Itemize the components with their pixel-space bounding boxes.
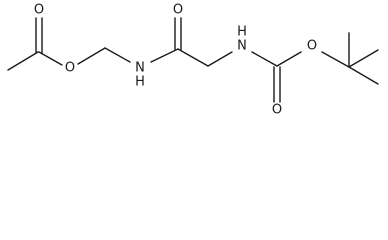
atom-label-amide-h: H	[135, 75, 145, 90]
bond-methyl-acetyl	[7, 51, 39, 71]
atom-label-ester-o: O	[65, 61, 75, 76]
atom-label-carbamate-carbonyl-o: O	[272, 103, 282, 118]
bond-tbu-methyl-right	[348, 49, 379, 68]
atom-label-carbamate-link-o: O	[307, 39, 317, 54]
atom-label-amide-n: N	[135, 61, 145, 76]
bond-ch2-amide-n	[104, 47, 131, 63]
bond-carbonyl-ch2	[177, 48, 209, 67]
atom-label-acetyl-o: O	[34, 3, 44, 18]
bond-carbamate-n-carbonyl	[251, 51, 278, 67]
atom-label-amide-o: O	[173, 3, 183, 18]
bond-ch2-carbamate-n	[207, 51, 233, 67]
atom-label-carbamate-n: N	[237, 39, 247, 54]
bonds	[7, 17, 379, 103]
bond-carbamate-o-tbu	[321, 51, 350, 68]
bond-ester-o-ch2	[77, 47, 106, 65]
bond-amide-n-carbonyl	[150, 48, 179, 63]
bond-acetyl-ester-o	[38, 51, 63, 66]
bond-carbamate-carbonyl-o	[276, 51, 302, 67]
chemical-structure: O O N H O N H O O	[7, 3, 379, 118]
bond-tbu-methyl-down	[348, 66, 379, 85]
atom-labels: O O N H O N H O O	[34, 3, 317, 118]
atom-label-carbamate-h: H	[237, 25, 247, 40]
